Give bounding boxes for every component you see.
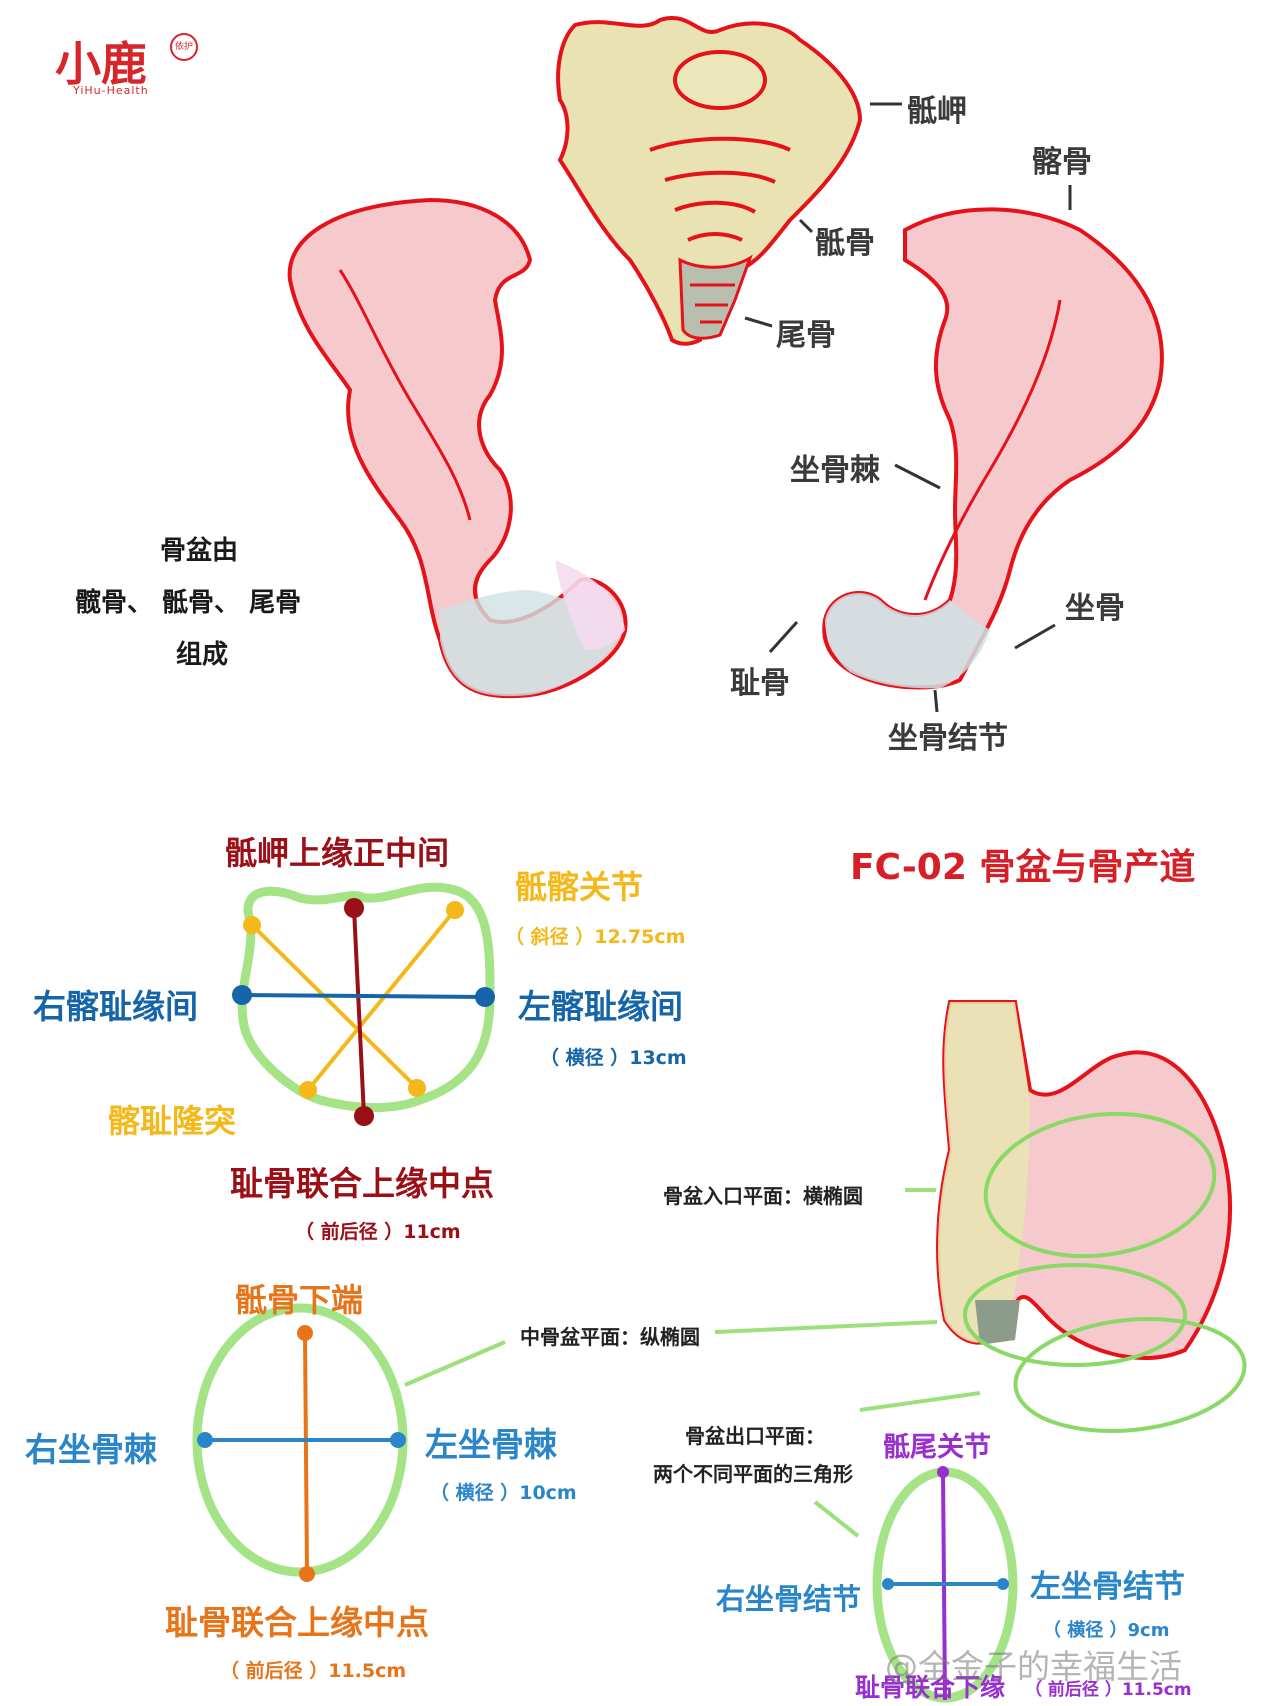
mid-right-label: 右坐骨棘 [25,1430,157,1469]
inlet-right-label: 右髂耻缘间 [33,987,198,1026]
label-ilium: 髂骨 [1032,145,1092,180]
outlet-plane-note-1: 骨盆出口平面： [685,1424,825,1448]
label-ischial-spine: 坐骨棘 [790,453,880,488]
label-ischium: 坐骨 [1065,591,1125,626]
mid-plane-note: 中骨盆平面：纵椭圆 [520,1325,700,1349]
mid-transverse-value: （ 横径 ）10cm [430,1482,577,1504]
label-sacrum: 骶骨 [815,226,875,261]
outlet-top-label: 骶尾关节 [883,1432,991,1463]
inlet-oblique-value: （ 斜径 ）12.75cm [505,926,686,948]
watermark: @全金子的幸福生活 [885,1647,1182,1686]
label-sacral-promontory: 骶岬 [907,94,967,129]
outlet-plane-note-2: 两个不同平面的三角形 [653,1462,853,1486]
outlet-diagram [872,1466,1018,1703]
right-hip-bone-drawing [822,207,1164,690]
outlet-left-label: 左坐骨结节 [1030,1569,1185,1605]
mid-bottom-label: 耻骨联合上缘中点 [165,1603,429,1642]
brand-badge: 依护 [170,33,198,61]
mid-top-label: 骶骨下端 [235,1281,364,1319]
composition-line-3: 组成 [176,640,229,670]
inlet-plane-note: 骨盆入口平面：横椭圆 [663,1184,863,1208]
inlet-oblique-joint-label: 骶髂关节 [515,868,644,906]
sacrum-drawing [556,16,863,346]
outlet-right-label: 右坐骨结节 [716,1582,862,1616]
composition-line-2: 髋骨、 骶骨、 尾骨 [75,588,302,618]
inlet-ap-value: （ 前后径 ）11cm [295,1221,461,1243]
brand-name: 小鹿 [55,37,147,91]
inlet-diagram [232,882,495,1126]
mid-ap-value: （ 前后径 ）11.5cm [220,1660,407,1682]
left-hip-bone-drawing [287,197,628,699]
inlet-top-label: 骶岬上缘正中间 [225,834,450,872]
pelvis-3d-sketch [714,1000,1247,1538]
inlet-transverse-value: （ 横径 ）13cm [540,1047,687,1069]
mid-plane-diagram [192,1303,506,1582]
outlet-bottom-label: 耻骨联合下缘 [855,1673,1006,1702]
inlet-left-label: 左髂耻缘间 [518,987,683,1026]
outlet-ap-value: （ 前后径 ）11.5cm [1025,1680,1192,1700]
brand-subtitle: YiHu-Health [73,84,149,97]
label-ischial-tuberosity: 坐骨结节 [888,721,1008,756]
leader-lines [744,102,1072,713]
inlet-eminence-label: 髂耻隆突 [108,1102,237,1140]
page-title: FC-02 骨盆与骨产道 [850,847,1196,888]
composition-line-1: 骨盆由 [160,536,239,566]
inlet-bottom-label: 耻骨联合上缘中点 [230,1164,494,1203]
label-coccyx: 尾骨 [776,318,836,353]
label-pubis: 耻骨 [730,666,790,701]
mid-left-label: 左坐骨棘 [425,1425,557,1464]
brand-logo: 小鹿 依护 YiHu-Health [55,28,198,98]
outlet-transverse-value: （ 横径 ）9cm [1043,1620,1170,1641]
